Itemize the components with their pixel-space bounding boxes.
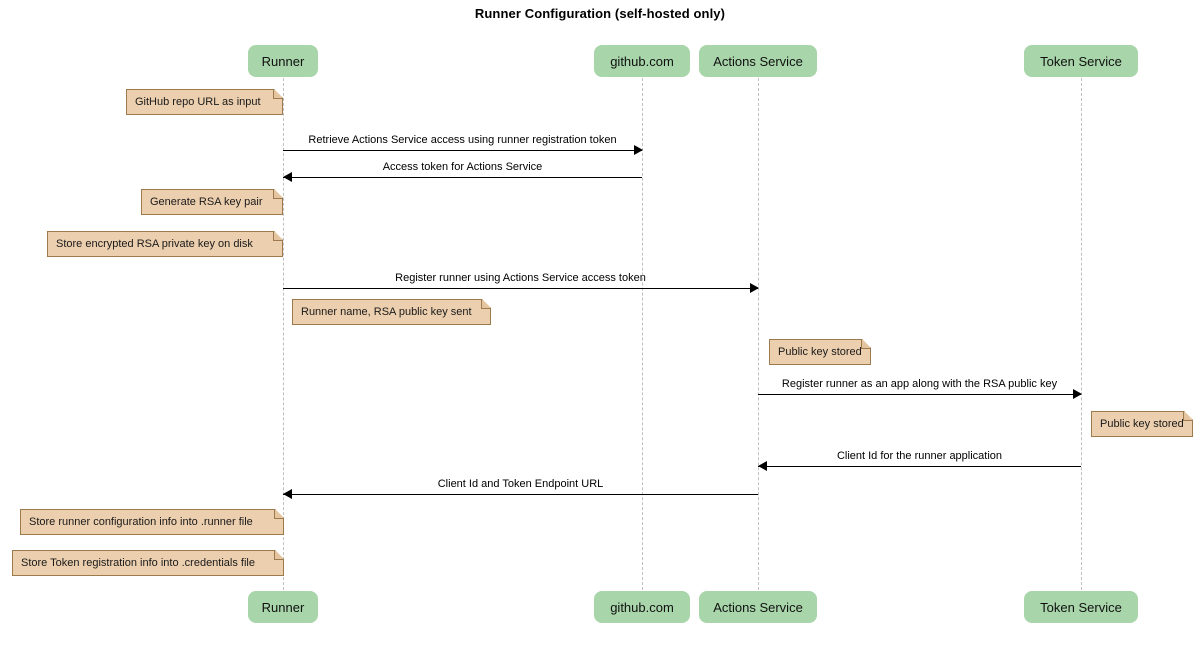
note-fold-icon [273,90,282,99]
participant-label: Actions Service [713,53,803,69]
note-store-encrypted-rsa-private-key: Store encrypted RSA private key on disk [47,231,283,257]
note-text: Public key stored [1100,418,1184,430]
note-fold-icon [273,190,282,199]
note-runner-name-rsa-public-key-sent: Runner name, RSA public key sent [292,299,491,325]
message-line-register-runner [283,288,758,289]
participant-label: Token Service [1040,53,1122,69]
note-fold-icon [481,300,490,309]
message-line-client-id-runner-app [758,466,1081,467]
note-store-runner-configuration: Store runner configuration info into .ru… [20,509,284,535]
arrowhead-right-icon [634,145,643,155]
arrowhead-right-icon [1073,389,1082,399]
participant-actions-bottom[interactable]: Actions Service [699,591,817,623]
note-fold-icon [861,340,870,349]
note-fold-icon [273,232,282,241]
message-line-register-runner-app [758,394,1081,395]
message-label-client-id-token-endpoint: Client Id and Token Endpoint URL [437,478,604,490]
participant-label: Actions Service [713,599,803,615]
participant-label: Runner [261,599,305,615]
message-label-register-runner: Register runner using Actions Service ac… [395,272,646,284]
message-line-retrieve-actions-access [283,150,642,151]
page-title: Runner Configuration (self-hosted only) [474,6,726,21]
note-public-key-stored-token: Public key stored [1091,411,1193,437]
note-fold-icon [1183,412,1192,421]
note-text: Store encrypted RSA private key on disk [56,238,253,250]
note-text: Generate RSA key pair [150,196,263,208]
participant-token-bottom[interactable]: Token Service [1024,591,1138,623]
lifeline-runner [283,78,284,595]
participant-github-bottom[interactable]: github.com [594,591,690,623]
participant-token-top[interactable]: Token Service [1024,45,1138,77]
message-label-client-id-runner-app: Client Id for the runner application [836,450,1003,462]
message-label-retrieve-actions-access: Retrieve Actions Service access using ru… [308,134,617,146]
message-label-register-runner-app: Register runner as an app along with the… [781,378,1058,390]
participant-label: Runner [261,53,305,69]
note-generate-rsa-key-pair: Generate RSA key pair [141,189,283,215]
lifeline-actions [758,78,759,595]
arrowhead-left-icon [283,172,292,182]
note-text: Runner name, RSA public key sent [301,306,472,318]
note-text: Store Token registration info into .cred… [21,557,255,569]
message-line-client-id-token-endpoint [283,494,758,495]
participant-runner-top[interactable]: Runner [248,45,318,77]
participant-label: github.com [610,599,674,615]
message-label-access-token: Access token for Actions Service [382,161,543,173]
note-text: Public key stored [778,346,862,358]
note-fold-icon [274,551,283,560]
participant-github-top[interactable]: github.com [594,45,690,77]
note-fold-icon [274,510,283,519]
note-public-key-stored-actions: Public key stored [769,339,871,365]
arrowhead-right-icon [750,283,759,293]
message-line-access-token [283,177,642,178]
note-github-repo-url: GitHub repo URL as input [126,89,283,115]
note-text: Store runner configuration info into .ru… [29,516,253,528]
note-store-token-registration: Store Token registration info into .cred… [12,550,284,576]
participant-runner-bottom[interactable]: Runner [248,591,318,623]
lifeline-token [1081,78,1082,595]
participant-label: github.com [610,53,674,69]
lifeline-github [642,78,643,595]
arrowhead-left-icon [758,461,767,471]
participant-actions-top[interactable]: Actions Service [699,45,817,77]
note-text: GitHub repo URL as input [135,96,261,108]
arrowhead-left-icon [283,489,292,499]
participant-label: Token Service [1040,599,1122,615]
